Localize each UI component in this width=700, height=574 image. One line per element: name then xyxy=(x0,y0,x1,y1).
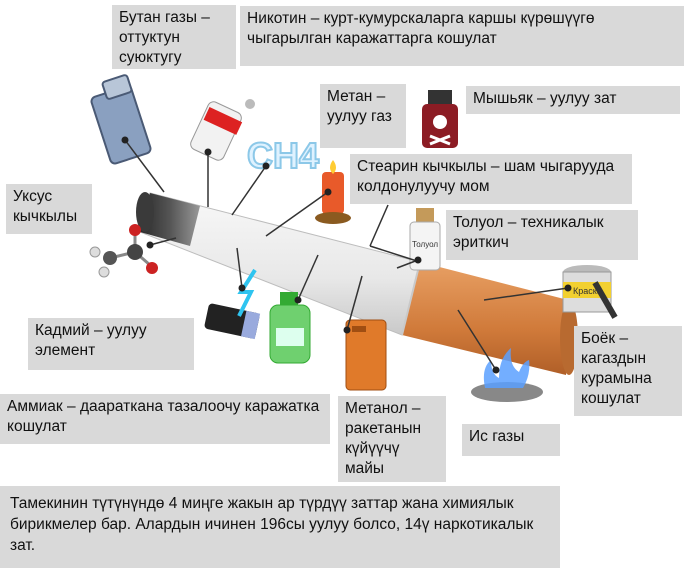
label-acetic: Уксус кычкылы xyxy=(6,184,92,234)
dot-co xyxy=(492,366,500,374)
lighter-icon xyxy=(90,74,152,165)
connectors xyxy=(124,139,569,371)
label-toluene: Толуол – техникалык эриткич xyxy=(446,210,638,260)
footer-note: Тамекинин түтүнүндө 4 миңге жакын ар түр… xyxy=(0,486,560,568)
cigarette-filter xyxy=(402,262,572,375)
filter-band xyxy=(401,261,421,336)
methane-formula: CH4 xyxy=(247,135,319,176)
poison-bottle-icon xyxy=(422,90,458,148)
connector-methanol xyxy=(346,275,363,331)
label-butane: Бутан газы – оттуктун суюктугу xyxy=(112,5,236,69)
dot-ammonia xyxy=(294,296,302,304)
connector-candle xyxy=(265,191,329,237)
label-arsenic: Мышьяк – уулуу зат xyxy=(466,86,680,114)
connector-toluene xyxy=(396,259,419,269)
label-stearic: Стеарин кычкылы – шам чыгарууда колдонул… xyxy=(350,154,632,204)
paint-can-icon: Краска xyxy=(562,265,618,319)
candle-icon xyxy=(315,160,351,224)
label-nicotine: Никотин – курт-кумурскаларга каршы күрөш… xyxy=(240,6,684,66)
cigarette-ash xyxy=(140,193,200,246)
spray-can-icon xyxy=(190,99,255,161)
connector-butane xyxy=(124,139,165,193)
filter-end xyxy=(560,301,578,375)
label-methanol: Метанол – ракетанын күйүүчү майы xyxy=(338,396,446,482)
label-methane: Метан – уулуу газ xyxy=(320,84,406,148)
label-co: Ис газы xyxy=(462,424,560,456)
fuel-canister-icon xyxy=(345,319,387,391)
dot-battery xyxy=(238,284,246,292)
label-ammonia: Аммиак – дааратканa тазалоочу каражатка … xyxy=(0,394,330,444)
label-paint: Боёк – кагаздын курамына кошулат xyxy=(574,326,682,416)
connector-paint xyxy=(483,287,569,301)
gas-flame-icon xyxy=(471,348,543,402)
dot-spray xyxy=(204,148,212,156)
ash-end xyxy=(136,192,154,232)
dot-butane xyxy=(121,136,129,144)
dot-paint xyxy=(564,284,572,292)
connector-co xyxy=(457,309,497,371)
dot-candle xyxy=(324,188,332,196)
dot-methanol xyxy=(343,326,351,334)
paint-can-text: Краска xyxy=(573,286,602,296)
label-cadmium: Кадмий – уулуу элемент xyxy=(28,318,194,370)
connector-battery xyxy=(236,247,243,289)
dot-methane xyxy=(262,162,270,170)
connector-methane xyxy=(231,165,267,216)
connector-ammonia xyxy=(297,254,319,301)
connector-acetic xyxy=(149,237,177,246)
cleaner-bottle-icon xyxy=(269,292,311,364)
battery-icon xyxy=(204,268,261,340)
molecule-icon xyxy=(89,224,158,278)
toluene-bottle-text: Толуол xyxy=(412,240,438,249)
dot-toluene xyxy=(414,256,422,264)
cigarette xyxy=(136,192,578,375)
methane-icon: CH4 xyxy=(246,134,320,177)
connector-nicotine xyxy=(369,245,421,263)
dot-acetic xyxy=(146,241,154,249)
connector-dots xyxy=(121,136,572,374)
connector-stearic xyxy=(369,204,389,247)
